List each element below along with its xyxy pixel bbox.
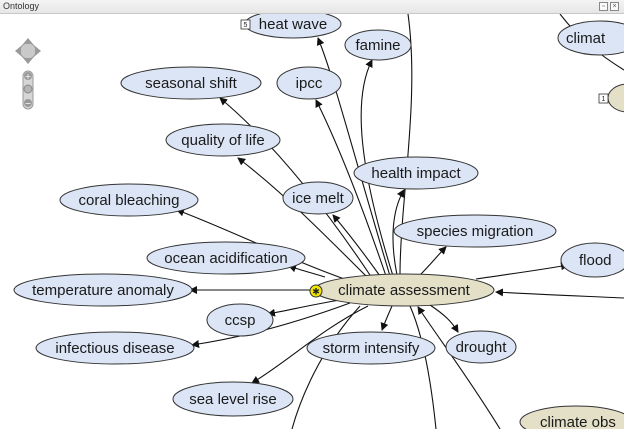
node-infectious-disease[interactable]: infectious disease	[35, 331, 195, 365]
edge-ccsp	[267, 299, 341, 317]
node-coral-bleaching-label: coral bleaching	[79, 192, 180, 209]
node-drought[interactable]: drought	[445, 330, 517, 364]
graph-canvas[interactable]: heat wave famine climat ipcc seasonal shift q…	[0, 14, 624, 429]
node-famine[interactable]: famine	[344, 29, 412, 61]
node-climate-assessment[interactable]: climate assessment	[313, 273, 495, 307]
edge-ice-melt	[332, 214, 381, 277]
pan-arrows-icon[interactable]	[15, 38, 41, 64]
node-flood-label: flood	[579, 252, 612, 269]
node-heat-wave-label: heat wave	[259, 16, 327, 33]
edge-bottom-1	[291, 305, 361, 429]
edge-in-climate-obs	[417, 306, 501, 429]
edge-famine	[360, 59, 394, 277]
edge-in-right	[495, 288, 624, 299]
svg-text:−: −	[25, 99, 32, 108]
node-seasonal-shift-shape[interactable]	[120, 66, 262, 100]
edge-drought	[429, 304, 459, 333]
node-ocean-acidification-shape[interactable]	[146, 241, 306, 275]
node-infectious-disease-label: infectious disease	[55, 340, 174, 357]
edge-ipcc	[315, 99, 387, 277]
node-coral-bleaching-shape[interactable]	[59, 183, 199, 217]
badge-heat-wave-count: 5	[244, 22, 248, 29]
node-climate-partial-label: climat	[566, 30, 606, 47]
edge-health-impact	[392, 189, 405, 276]
node-ocean-acidification[interactable]: ocean acidification	[146, 241, 306, 275]
node-ice-melt[interactable]: ice melt	[282, 181, 354, 215]
ontology-graph[interactable]: heat wave famine climat ipcc seasonal shift q…	[0, 14, 624, 429]
node-flood-shape[interactable]	[560, 242, 624, 278]
node-ice-melt-shape[interactable]	[282, 181, 354, 215]
node-quality-of-life-shape[interactable]	[165, 123, 281, 157]
window-title: Ontology	[3, 1, 40, 11]
node-quality-of-life[interactable]: quality of life	[165, 123, 281, 157]
badge-right-partial-count: 1	[602, 96, 606, 103]
node-health-impact-label: health impact	[371, 165, 461, 182]
zoom-in-icon[interactable]	[24, 72, 32, 80]
node-ccsp-shape[interactable]	[206, 303, 274, 337]
badge-right-partial: 1	[598, 93, 609, 104]
node-drought-shape[interactable]	[445, 330, 517, 364]
zoom-thumb[interactable]	[23, 84, 33, 94]
close-icon[interactable]: ×	[610, 2, 619, 11]
node-ipcc-label: ipcc	[296, 75, 323, 92]
edge-ocean-acidification	[288, 264, 326, 278]
node-species-migration[interactable]: species migration	[393, 214, 557, 248]
node-sea-level-rise-label: sea level rise	[189, 391, 277, 408]
node-climate-partial[interactable]: climat	[557, 20, 624, 56]
node-storm-intensify-shape[interactable]	[306, 331, 436, 365]
node-storm-intensify-label: storm intensify	[323, 340, 420, 357]
node-sea-level-rise-shape[interactable]	[172, 381, 294, 417]
node-ocean-acidification-label: ocean acidification	[164, 250, 287, 267]
zoom-out-icon[interactable]	[24, 99, 32, 107]
edge-storm-intensify	[380, 305, 393, 331]
node-ice-melt-label: ice melt	[292, 190, 345, 207]
node-climate-obs[interactable]: climate obs	[519, 405, 624, 429]
edge-seasonal-shift	[219, 97, 373, 279]
node-storm-intensify[interactable]: storm intensify	[306, 331, 436, 365]
node-drought-label: drought	[456, 339, 508, 356]
edge-species-migration	[419, 246, 447, 276]
title-bar: Ontology ▫ ×	[0, 0, 624, 14]
node-seasonal-shift[interactable]: seasonal shift	[120, 66, 262, 100]
node-heat-wave[interactable]: heat wave	[244, 14, 342, 39]
badge-heat-wave: 5	[240, 19, 251, 30]
node-right-partial[interactable]	[607, 83, 624, 113]
node-health-impact[interactable]: health impact	[353, 156, 479, 190]
node-quality-of-life-label: quality of life	[181, 132, 264, 149]
node-ccsp-label: ccsp	[225, 312, 256, 329]
svg-text:+: +	[25, 72, 32, 81]
node-temperature-anomaly[interactable]: temperature anomaly	[13, 273, 193, 307]
node-ccsp[interactable]: ccsp	[206, 303, 274, 337]
edge-heat-wave	[316, 37, 391, 277]
edge-bottom-2	[409, 305, 437, 429]
node-climate-obs-shape[interactable]	[519, 405, 624, 429]
star-icon: ✱	[309, 284, 323, 298]
node-coral-bleaching[interactable]: coral bleaching	[59, 183, 199, 217]
node-ipcc[interactable]: ipcc	[276, 66, 342, 100]
node-famine-shape[interactable]	[344, 29, 412, 61]
node-sea-level-rise[interactable]: sea level rise	[172, 381, 294, 417]
node-temperature-anomaly-label: temperature anomaly	[32, 282, 174, 299]
node-ipcc-shape[interactable]	[276, 66, 342, 100]
node-climate-partial-shape[interactable]	[557, 20, 624, 56]
zoom-slider[interactable]: + −	[22, 70, 34, 110]
navigation-control[interactable]: + −	[14, 36, 44, 111]
restore-icon[interactable]: ▫	[599, 2, 608, 11]
node-species-migration-shape[interactable]	[393, 214, 557, 248]
node-seasonal-shift-label: seasonal shift	[145, 75, 238, 92]
node-flood[interactable]: flood	[560, 242, 624, 278]
node-health-impact-shape[interactable]	[353, 156, 479, 190]
node-climate-obs-label: climate obs	[540, 414, 616, 429]
node-species-migration-label: species migration	[417, 223, 534, 240]
node-temperature-anomaly-shape[interactable]	[13, 273, 193, 307]
node-climate-assessment-label: climate assessment	[338, 282, 471, 299]
node-right-partial-shape[interactable]	[607, 83, 624, 113]
edge-flood	[475, 262, 569, 280]
node-infectious-disease-shape[interactable]	[35, 331, 195, 365]
svg-text:✱: ✱	[312, 288, 320, 298]
node-famine-label: famine	[355, 37, 400, 54]
